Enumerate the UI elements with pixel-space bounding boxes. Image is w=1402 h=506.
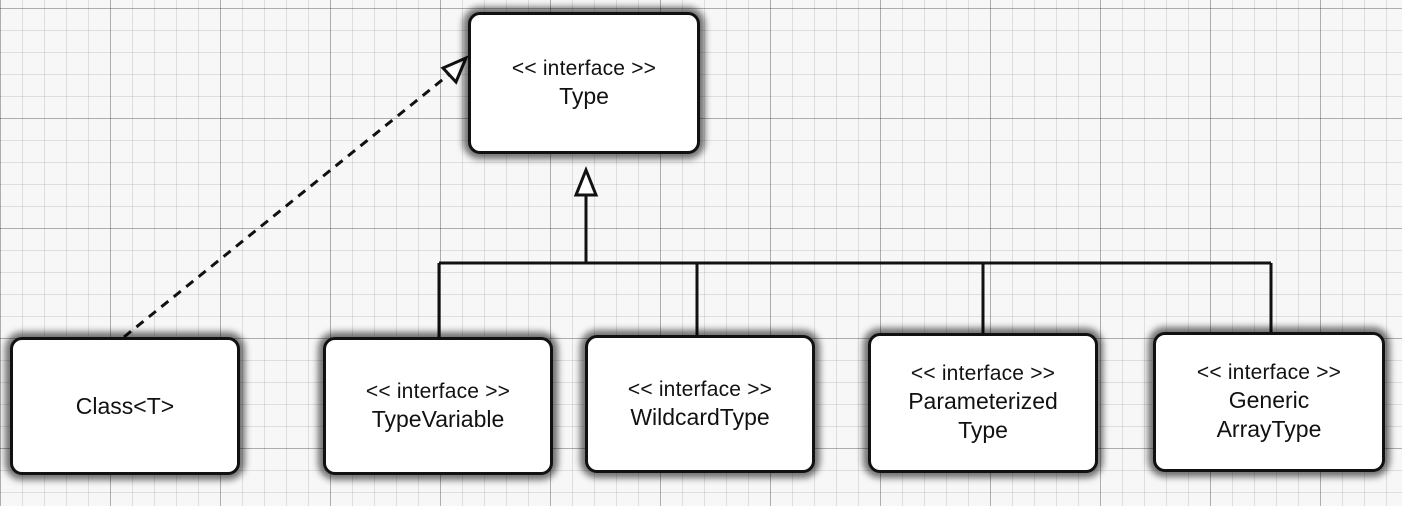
typevariable-interface-box: << interface >> TypeVariable [323,337,553,475]
stereotype-label: << interface >> [1196,361,1342,385]
type-interface-box: << interface >> Type [468,12,700,154]
type-name: Type [559,82,609,109]
typevariable-name: TypeVariable [371,405,505,432]
stereotype-label: << interface >> [365,379,511,403]
class-t-box: Class<T> [10,337,240,475]
stereotype-label: << interface >> [511,56,657,80]
parameterizedtype-name: Parameterized Type [908,388,1058,444]
wildcardtype-name: WildcardType [630,403,770,430]
class-name: Class<T> [75,392,175,419]
stereotype-label: << interface >> [627,377,773,401]
genericarraytype-name: Generic ArrayType [1216,387,1322,443]
realization-line-class-to-type [123,70,453,339]
stereotype-label: << interface >> [910,362,1056,386]
realization-arrowhead [440,55,469,85]
genericarraytype-interface-box: << interface >> Generic ArrayType [1153,332,1385,472]
parameterizedtype-interface-box: << interface >> Parameterized Type [868,333,1098,473]
wildcardtype-interface-box: << interface >> WildcardType [585,335,815,473]
generalization-arrowhead [573,165,599,197]
